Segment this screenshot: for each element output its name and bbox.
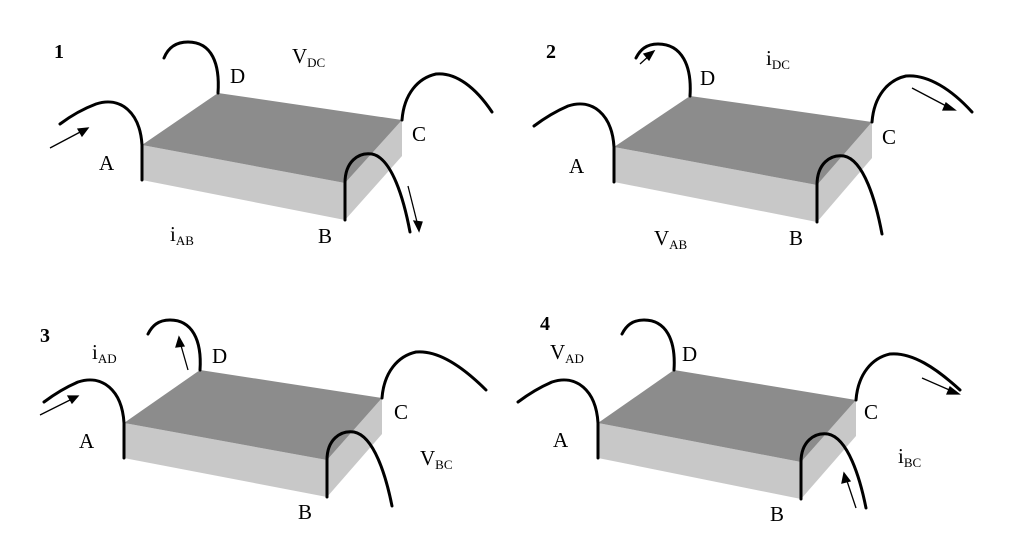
contact-d-wire [620,318,676,372]
current-arrow-in-head [642,49,656,62]
panel-1: 1 A B C D VDC iAB [0,0,517,267]
panel-number: 2 [546,41,556,63]
current-arrow-out-head [942,101,957,111]
contact-d-wire [634,42,692,98]
contact-a-wire [58,100,144,182]
current-arrow-in-head [76,127,90,138]
panel-2-drawing [532,42,974,236]
corner-label-a: A [569,154,585,178]
corner-label-c: C [394,400,409,424]
current-arrow-out-head [946,385,961,395]
corner-label-d: D [212,344,228,368]
slab-top-face [124,370,382,460]
current-label: iAD [92,340,117,366]
corner-label-c: C [882,125,897,149]
panel-2: 2 A B C D iDC VAB [472,0,989,267]
current-arrow-in-head [841,471,852,484]
slab-front-face [124,423,327,497]
current-label: iBC [898,444,922,470]
voltage-label: VAB [654,226,688,252]
slab-right-face [817,122,872,222]
contact-d-wire [162,40,220,95]
slab-top-face [598,370,856,462]
slab-top-face [142,93,402,183]
contact-a-wire [42,378,126,460]
contact-b-wire [799,432,868,510]
slab-front-face [142,145,345,220]
voltage-label: VDC [292,44,326,70]
current-arrow-in-head [66,395,80,405]
corner-label-d: D [700,66,716,90]
corner-label-b: B [770,502,785,526]
current-arrow-in [845,477,857,509]
slab-front-face [614,147,817,222]
current-arrow-out [407,185,419,227]
panel-4: 4 A B C D VAD iBC [456,278,973,535]
current-label: iAB [170,222,194,248]
contact-c-wire [854,352,962,402]
voltage-label: VBC [420,446,453,472]
contact-b-wire [343,152,412,234]
panel-3-drawing [39,318,488,508]
contact-d-wire [146,318,202,372]
panel-1-drawing [49,40,494,234]
corner-label-b: B [298,500,313,524]
slab-right-face [345,120,402,220]
current-arrow-in [39,397,75,416]
current-arrow-in [49,129,85,149]
voltage-label: VAD [550,340,584,366]
slab-right-face [327,398,382,497]
corner-label-a: A [79,429,95,453]
panel-number: 3 [40,325,50,347]
slab-right-face [801,400,856,499]
slab-top-face [614,96,872,185]
corner-label-b: B [789,226,804,250]
corner-label-a: A [99,151,115,175]
current-label: iDC [766,46,790,72]
current-arrow-out-head [175,335,186,348]
panel-number: 4 [540,313,550,335]
corner-label-c: C [412,122,427,146]
current-arrow-out-head [412,220,423,233]
contact-b-wire [815,154,884,236]
corner-label-d: D [682,342,698,366]
current-arrow-out [911,87,951,109]
corner-label-d: D [230,64,246,88]
contact-c-wire [870,74,974,124]
corner-label-c: C [864,400,879,424]
panel-3: 3 A B C D iAD VBC [0,278,499,535]
panel-4-drawing [516,318,962,510]
contact-a-wire [516,378,600,460]
corner-label-b: B [318,224,333,248]
contact-c-wire [380,350,488,400]
contact-b-wire [325,430,394,508]
corner-label-a: A [553,428,569,452]
slab-front-face [598,423,801,499]
contact-c-wire [400,72,494,122]
panel-number: 1 [54,41,64,63]
contact-a-wire [532,102,616,184]
